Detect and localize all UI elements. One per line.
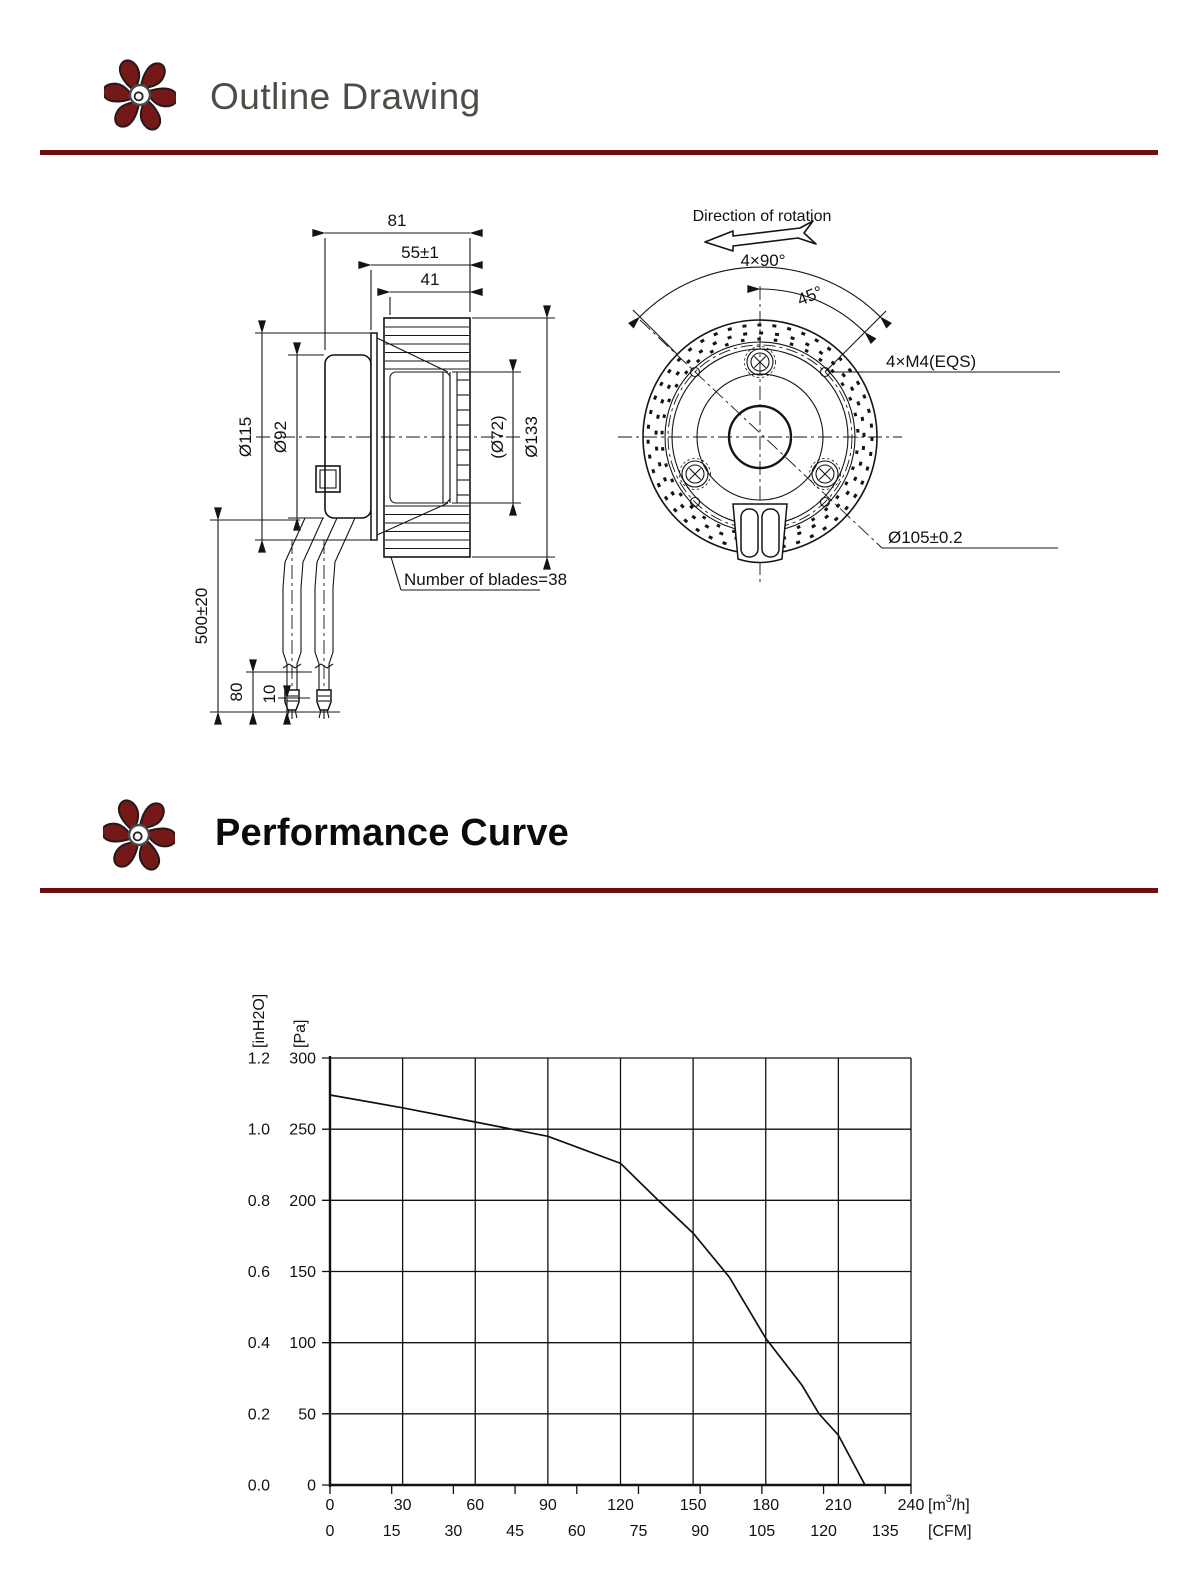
rotation-arrow-icon xyxy=(704,220,817,252)
dim-80: 80 xyxy=(227,659,312,725)
x-tick-label-cfm: 60 xyxy=(568,1523,586,1540)
dim-80-label: 80 xyxy=(227,683,246,702)
dim-115-label: Ø115 xyxy=(236,417,255,457)
dim-81-label: 81 xyxy=(388,211,407,230)
dim-72: (Ø72) xyxy=(452,359,521,516)
fan-logo-icon xyxy=(103,799,175,871)
dim-133-label: Ø133 xyxy=(522,416,541,458)
performance-chart: [inH2O] [Pa] 3001.22501.02000.81500.6100… xyxy=(248,994,972,1541)
x-tick-label-cfm: 120 xyxy=(810,1523,837,1540)
bolt-circle-label: Ø105±0.2 xyxy=(888,528,963,547)
y-tick-label-pa: 50 xyxy=(298,1406,316,1423)
y-tick-label-pa: 300 xyxy=(289,1051,316,1068)
x-tick-label-cfm: 105 xyxy=(749,1523,776,1540)
y-tick-label-inh2o: 0.4 xyxy=(248,1335,270,1352)
dim-10-label: 10 xyxy=(260,685,279,704)
x-tick-label-m3h: 240 xyxy=(898,1497,925,1514)
dim-72-label: (Ø72) xyxy=(488,415,507,458)
dim-500-label: 500±20 xyxy=(192,588,211,645)
side-view: 81 55±1 41 Ø115 xyxy=(192,211,567,725)
y-tick-label-inh2o: 1.2 xyxy=(248,1051,270,1068)
dim-92: Ø92 xyxy=(271,342,324,531)
dim-45-label: 45° xyxy=(794,282,825,309)
dim-115: Ø115 xyxy=(236,320,373,553)
chart-grid xyxy=(322,1056,912,1494)
bolt-circle-callout: Ø105±0.2 xyxy=(882,528,1058,549)
x-tick-label-cfm: 30 xyxy=(444,1523,462,1540)
mounting-holes xyxy=(689,366,831,508)
dim-41-label: 41 xyxy=(421,270,440,289)
dim-10: 10 xyxy=(260,685,310,725)
shaft-hole xyxy=(727,404,793,470)
cable-gland xyxy=(732,503,788,564)
blade-count-note: Number of blades=38 xyxy=(390,556,567,591)
dim-4x90: 4×90° xyxy=(628,251,892,355)
x-tick-label-cfm: 45 xyxy=(506,1523,524,1540)
screws xyxy=(679,346,841,490)
y-tick-label-pa: 0 xyxy=(307,1478,316,1495)
y-tick-label-pa: 100 xyxy=(289,1335,316,1352)
dim-500: 500±20 xyxy=(192,507,340,725)
x-tick-label-cfm: 15 xyxy=(383,1523,401,1540)
chart-tick-labels: 3001.22501.02000.81500.61000.4500.200.00… xyxy=(248,1051,972,1541)
dim-41: 41 xyxy=(377,270,483,315)
motor-connector xyxy=(315,465,341,493)
x-tick-label-cfm: 0 xyxy=(326,1523,335,1540)
dim-55-label: 55±1 xyxy=(401,243,439,262)
impeller-side xyxy=(376,317,471,558)
x-tick-label-cfm: 90 xyxy=(691,1523,709,1540)
mounting-flange xyxy=(370,332,378,541)
x-tick-label-cfm: 135 xyxy=(872,1523,899,1540)
y-tick-label-inh2o: 0.8 xyxy=(248,1193,270,1210)
y-tick-label-pa: 150 xyxy=(289,1264,316,1281)
x-axis-unit-m3h: [m3/h] xyxy=(928,1493,970,1514)
section-divider xyxy=(40,888,1158,893)
x-tick-label-m3h: 0 xyxy=(326,1497,335,1514)
y-tick-label-pa: 250 xyxy=(289,1122,316,1139)
screw-spec-callout: 4×M4(EQS) xyxy=(830,352,1060,373)
section-title-performance-curve: Performance Curve xyxy=(215,812,569,854)
x-tick-label-m3h: 210 xyxy=(825,1497,852,1514)
section-title-outline-drawing: Outline Drawing xyxy=(210,76,481,117)
x-axis-unit-cfm: [CFM] xyxy=(928,1523,972,1540)
dim-92-label: Ø92 xyxy=(271,421,290,453)
y-tick-label-inh2o: 0.2 xyxy=(248,1406,270,1423)
y-tick-label-inh2o: 0.6 xyxy=(248,1264,270,1281)
x-tick-label-m3h: 180 xyxy=(752,1497,779,1514)
y-axis-unit-pa: [Pa] xyxy=(292,1020,309,1048)
dim-133: Ø133 xyxy=(472,305,555,570)
direction-of-rotation-label: Direction of rotation xyxy=(693,208,832,225)
x-tick-label-m3h: 30 xyxy=(394,1497,412,1514)
x-tick-label-m3h: 120 xyxy=(607,1497,634,1514)
x-tick-label-m3h: 150 xyxy=(680,1497,707,1514)
fan-logo-icon xyxy=(104,59,176,131)
section-divider xyxy=(40,150,1158,155)
x-tick-label-m3h: 90 xyxy=(539,1497,557,1514)
outline-drawing-figure: 81 55±1 41 Ø115 xyxy=(192,208,1060,725)
motor-body xyxy=(324,354,372,519)
blade-count-label: Number of blades=38 xyxy=(404,570,567,589)
pressure-flow-curve xyxy=(329,1094,866,1486)
y-tick-label-pa: 200 xyxy=(289,1193,316,1210)
y-tick-label-inh2o: 1.0 xyxy=(248,1122,270,1139)
front-view: Direction of rotation 4×90° 45° 4×M4(EQS… xyxy=(618,208,1060,585)
dim-4x90-label: 4×90° xyxy=(740,251,785,270)
x-tick-label-cfm: 75 xyxy=(630,1523,648,1540)
y-tick-label-inh2o: 0.0 xyxy=(248,1478,270,1495)
dim-55: 55±1 xyxy=(358,243,483,330)
dim-81: 81 xyxy=(312,211,483,350)
x-tick-label-m3h: 60 xyxy=(466,1497,484,1514)
y-axis-unit-inh2o: [inH2O] xyxy=(251,994,268,1048)
lead-wires xyxy=(282,517,356,719)
screw-spec-label: 4×M4(EQS) xyxy=(886,352,976,371)
